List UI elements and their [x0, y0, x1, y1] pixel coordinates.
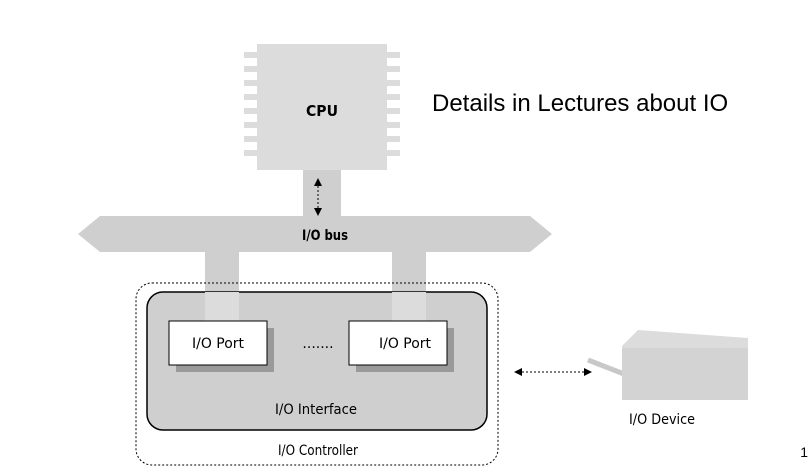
io-device-icon [587, 330, 748, 400]
io-port-left: I/O Port [168, 320, 274, 372]
device-link-arrow-icon [514, 368, 592, 376]
io-port-right: I/O Port [348, 320, 454, 372]
bidirectional-arrow-icon [314, 178, 322, 216]
cpu-body [257, 44, 387, 170]
cpu-pins-right [384, 52, 400, 156]
slide-heading: Details in Lectures about IO [432, 90, 729, 117]
io-device-label: I/O Device [629, 412, 695, 428]
cpu-label: CPU [306, 102, 338, 120]
cpu-bus-connector [303, 170, 341, 220]
io-controller-boundary [135, 282, 499, 466]
bus-drop-left-inner [205, 292, 239, 322]
page-number: 1 [800, 444, 808, 460]
io-controller-label: I/O Controller [278, 443, 358, 459]
port-ellipsis: ....... [302, 336, 333, 352]
cpu-chip: CPU [244, 44, 400, 170]
io-port-left-label: I/O Port [192, 336, 245, 352]
io-port-right-label: I/O Port [379, 336, 432, 352]
io-interface-label: I/O Interface [275, 402, 357, 418]
cpu-pins-left [244, 52, 260, 156]
io-bus-label: I/O bus [302, 228, 348, 244]
io-bus [78, 216, 552, 252]
bus-drop-right-inner [392, 292, 426, 322]
